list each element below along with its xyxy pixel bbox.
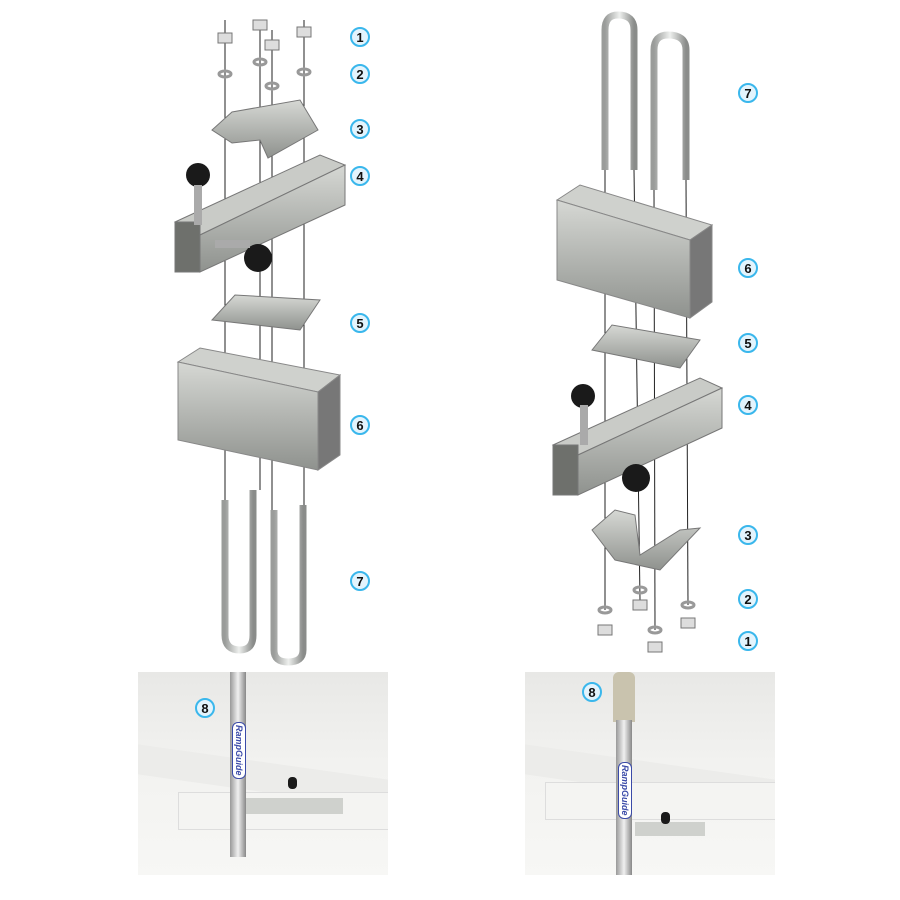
callout-right-7: 7 xyxy=(738,83,758,103)
callout-photo-left-8: 8 xyxy=(195,698,215,718)
u-bracket-3 xyxy=(591,509,702,571)
callout-right-5: 5 xyxy=(738,333,758,353)
nuts-1 xyxy=(217,19,312,51)
installed-photo-right: RampGuide 8 xyxy=(525,672,775,875)
callout-left-5: 5 xyxy=(350,313,370,333)
washers-2 xyxy=(217,57,312,91)
u-bolts-7 xyxy=(601,11,690,190)
rampguide-logo: RampGuide xyxy=(232,722,246,779)
clamp-tube-4 xyxy=(173,154,347,273)
callout-right-1: 1 xyxy=(738,631,758,651)
pole-cap xyxy=(613,672,635,722)
u-bolts-7 xyxy=(221,490,307,666)
callout-left-3: 3 xyxy=(350,119,370,139)
callout-left-6: 6 xyxy=(350,415,370,435)
callout-left-1: 1 xyxy=(350,27,370,47)
plate-5 xyxy=(210,294,321,331)
callout-right-2: 2 xyxy=(738,589,758,609)
nuts-1 xyxy=(597,599,696,653)
clamp-tube-4 xyxy=(551,377,724,496)
washers-2 xyxy=(597,585,696,635)
installed-photo-left: RampGuide 8 xyxy=(138,672,388,875)
u-bracket-3 xyxy=(211,99,319,159)
callout-left-4: 4 xyxy=(350,166,370,186)
plate-5 xyxy=(591,324,701,369)
callout-right-3: 3 xyxy=(738,525,758,545)
callout-left-7: 7 xyxy=(350,571,370,591)
left-assembly xyxy=(173,19,347,666)
callout-right-6: 6 xyxy=(738,258,758,278)
tube-6 xyxy=(176,347,342,471)
right-assembly xyxy=(551,11,724,653)
tube-6 xyxy=(555,184,714,319)
callout-left-2: 2 xyxy=(350,64,370,84)
callout-right-4: 4 xyxy=(738,395,758,415)
callout-photo-right-8: 8 xyxy=(582,682,602,702)
rampguide-logo: RampGuide xyxy=(618,762,632,819)
